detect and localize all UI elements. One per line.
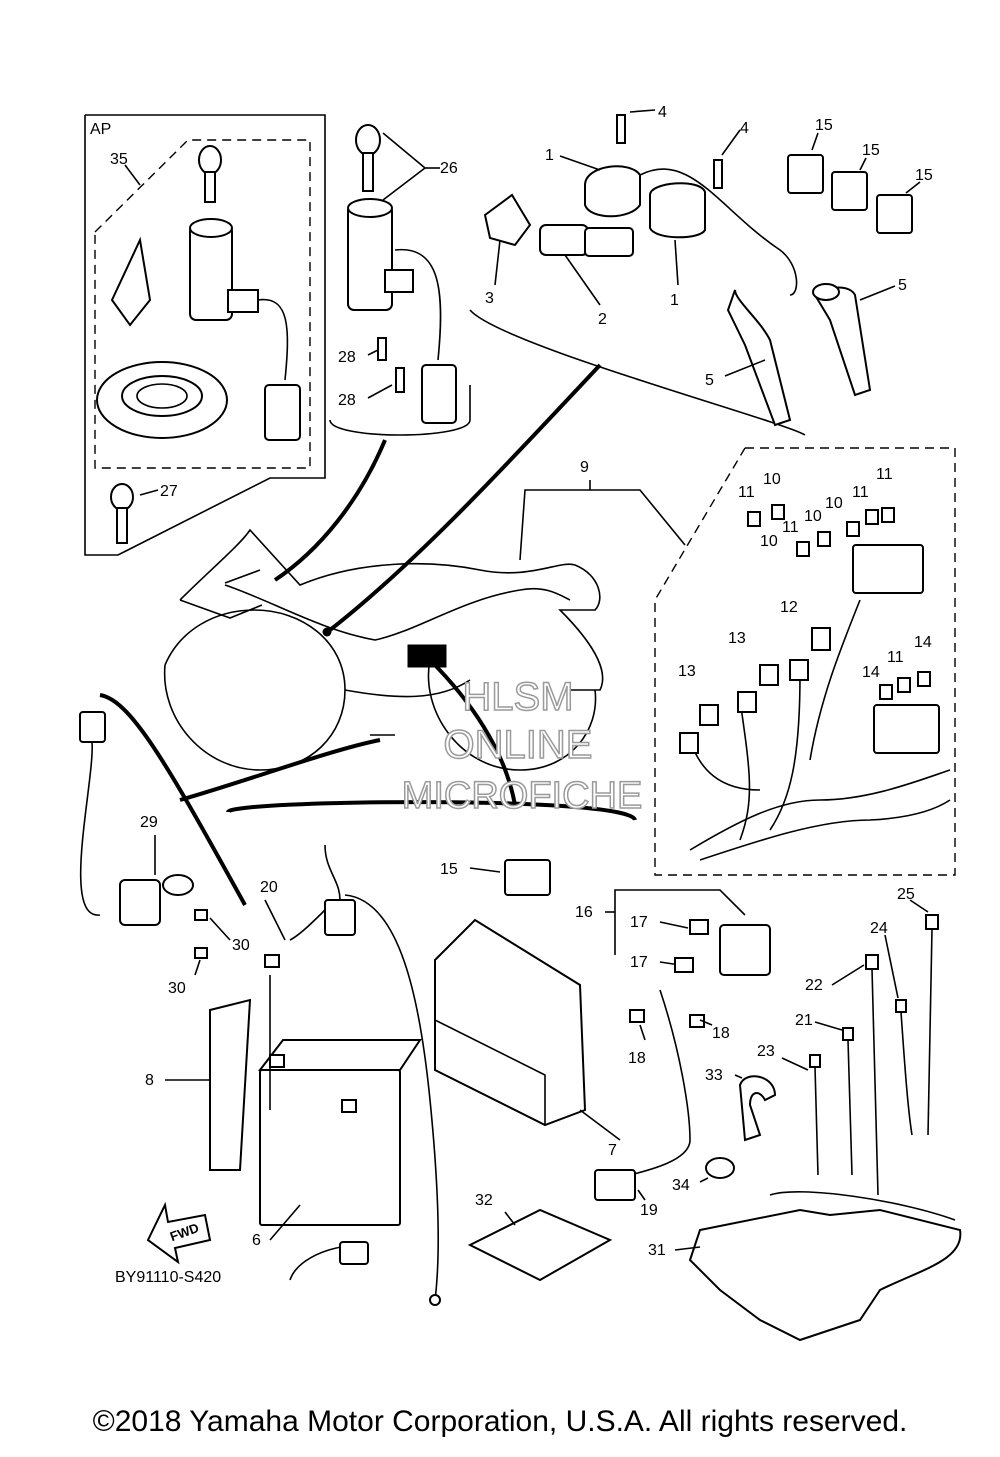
callout-11d: 11 [782,519,799,536]
battery-cover-group: 7 [434,918,621,1159]
relay-middle-icon: 15 [440,859,551,896]
ignition-coil-group: 4 4 1 1 2 3 5 5 [469,104,907,436]
callout-28b: 28 [338,392,356,409]
callout-8: 8 [145,1072,154,1089]
callout-19: 19 [640,1202,658,1219]
seat-lock-icon [110,236,152,327]
callout-27: 27 [160,483,178,500]
starter-relay-group: 16 17 17 18 18 19 [575,889,771,1219]
callout-1b: 1 [670,292,679,309]
main-switch-icon [189,218,289,381]
callout-11e: 11 [887,649,904,666]
cable-ties-group: 23 21 22 24 25 [757,886,939,1196]
kit-label: AP [90,121,111,138]
callout-4a: 4 [658,104,667,121]
callout-28a: 28 [338,349,356,366]
callout-32: 32 [475,1192,493,1209]
callout-10b: 10 [825,495,843,512]
callout-10a: 10 [763,471,781,488]
callout-11b: 11 [852,484,869,501]
watermark-line-3: MICROFICHE [402,775,643,817]
watermark: HLSM ONLINE MICROFICHE [401,674,643,818]
relay-group-top: 15 15 15 [787,117,933,234]
callout-25: 25 [897,886,915,903]
clamp-group: 33 34 [672,1067,777,1194]
callout-7: 7 [608,1142,617,1159]
motorcycle-outline [163,528,604,771]
diagram-code: BY91110-S420 [115,1269,221,1286]
callout-29: 29 [140,814,158,831]
battery-group: 20 6 8 [145,844,441,1306]
callout-11c: 11 [876,466,893,483]
callout-31: 31 [648,1242,666,1259]
callout-2: 2 [598,311,607,328]
callout-14b: 14 [862,664,880,681]
callout-22: 22 [805,977,823,994]
fwd-arrow-icon: FWD [146,1201,212,1265]
callout-30a: 30 [232,937,250,954]
callout-13b: 13 [678,663,696,680]
callout-26: 26 [440,160,458,177]
callout-10c: 10 [804,508,822,525]
callout-33: 33 [705,1067,723,1084]
callout-30b: 30 [168,980,186,997]
callout-24: 24 [870,920,888,937]
leader-lines [99,363,637,906]
callout-34: 34 [672,1177,690,1194]
callout-35: 35 [110,151,128,168]
watermark-line-1: HLSM [462,675,573,719]
callout-15d: 15 [440,861,458,878]
copyright-notice: ©2018 Yamaha Motor Corporation, U.S.A. A… [92,1405,908,1438]
callout-12: 12 [780,599,798,616]
callout-3: 3 [485,290,494,307]
callout-17a: 17 [630,914,648,931]
callout-20: 20 [260,879,278,896]
callout-18a: 18 [628,1050,646,1067]
key-icon [198,145,222,203]
callout-5a: 5 [898,277,907,294]
wire-harness-group: 9 11 10 10 11 11 11 10 10 12 1 [519,447,956,876]
callout-16: 16 [575,904,593,921]
ap-kit-box: AP 27 [84,114,326,556]
callout-21: 21 [795,1012,813,1029]
connector-icon [264,384,301,441]
callout-11a: 11 [738,484,755,501]
key-27-icon [110,483,134,544]
callout-4b: 4 [740,120,749,137]
callout-23: 23 [757,1043,775,1060]
callout-15b: 15 [862,142,880,159]
callout-18b: 18 [712,1025,730,1042]
callout-15c: 15 [915,167,933,184]
main-switch-group: 26 28 28 [329,124,471,436]
mat-group: 32 31 [467,1191,962,1342]
callout-1a: 1 [545,147,554,164]
callout-17b: 17 [630,954,648,971]
watermark-line-2: ONLINE [444,723,593,767]
sensor-group: 29 30 30 [79,711,250,997]
callout-13a: 13 [728,630,746,647]
callout-5b: 5 [705,372,714,389]
callout-10d: 10 [760,533,778,550]
callout-14a: 14 [914,634,932,651]
callout-15a: 15 [815,117,833,134]
fuel-cap-icon [96,361,228,439]
callout-6: 6 [252,1232,261,1249]
callout-9: 9 [580,459,589,476]
